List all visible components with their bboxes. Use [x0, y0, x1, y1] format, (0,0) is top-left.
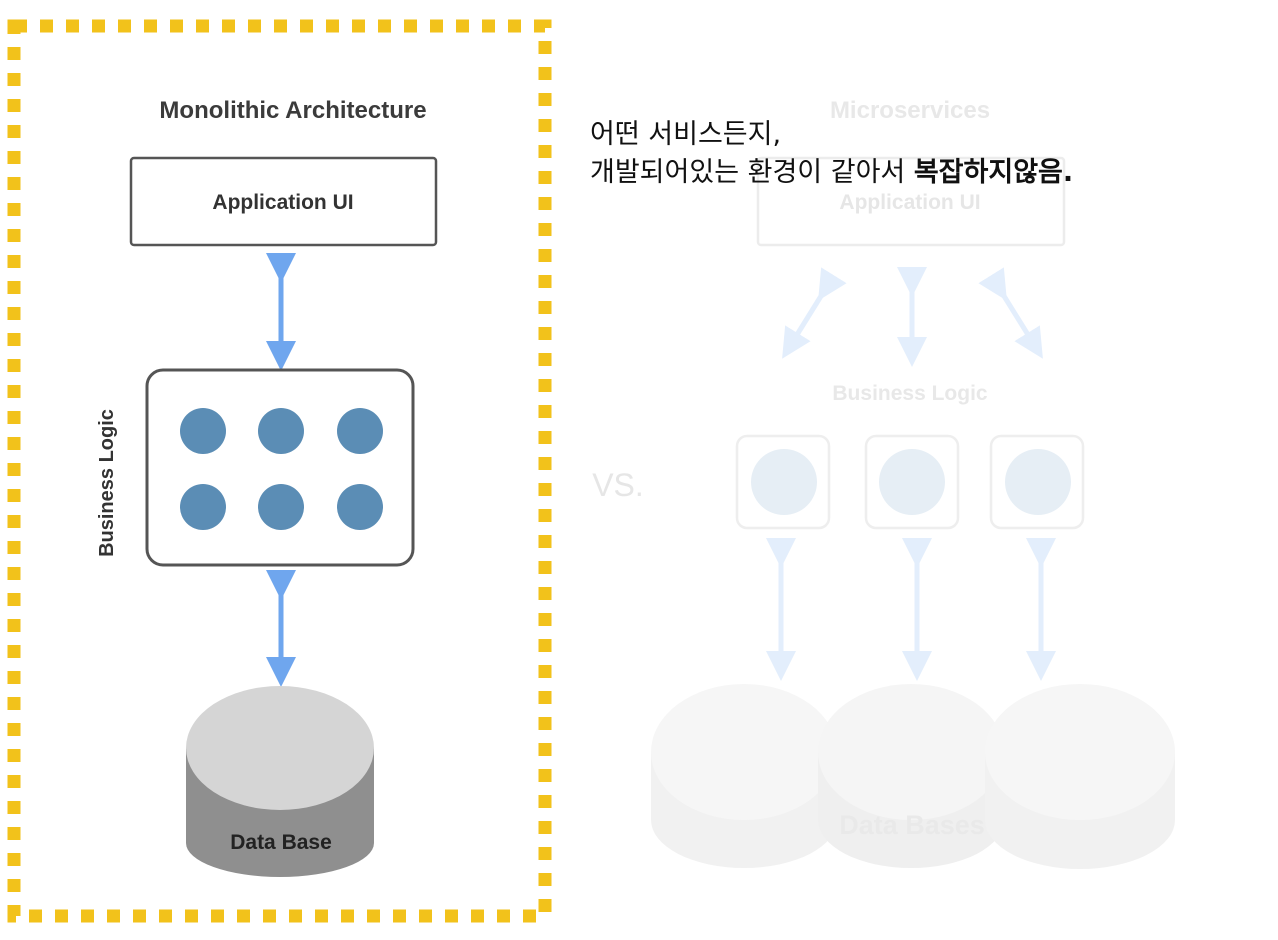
logic-node	[337, 408, 383, 454]
callout-line-2-prefix: 개발되어있는 환경이 같아서	[590, 157, 914, 188]
arrow-ui-service-3	[978, 267, 1043, 359]
monolithic-business-logic-box	[145, 368, 415, 567]
microservices-databases-label: Data Bases	[839, 810, 985, 840]
microservices-databases: Data Bases	[651, 684, 1175, 870]
microservices-top-arrows	[782, 267, 1043, 367]
callout-line-2: 개발되어있는 환경이 같아서 복잡하지않음.	[590, 154, 1250, 192]
microservices-section: Microservices Application UI Business Lo…	[651, 97, 1175, 870]
monolithic-title: Monolithic Architecture	[159, 97, 426, 124]
versus-label: VS.	[592, 467, 644, 503]
microservices-business-logic-label: Business Logic	[832, 382, 988, 405]
microservices-app-ui-label: Application UI	[839, 191, 980, 214]
callout-text: 어떤 서비스든지, 개발되어있는 환경이 같아서 복잡하지않음.	[590, 116, 1250, 192]
microservice-node	[879, 449, 945, 515]
monolithic-app-ui-label: Application UI	[212, 191, 353, 214]
logic-node	[180, 484, 226, 530]
callout-line-2-bold: 복잡하지않음.	[913, 157, 1074, 188]
microservice-boxes	[735, 434, 1085, 530]
logic-node	[337, 484, 383, 530]
logic-node	[180, 408, 226, 454]
microservice-node	[751, 449, 817, 515]
logic-node	[258, 408, 304, 454]
logic-node	[258, 484, 304, 530]
callout-line-1: 어떤 서비스든지,	[590, 119, 782, 150]
microservices-bottom-arrows	[766, 538, 1056, 681]
monolithic-app-ui-box	[129, 156, 438, 247]
highlight-frame	[7, 19, 552, 923]
monolithic-database-label: Data Base	[230, 831, 332, 854]
monolithic-business-logic-label: Business Logic	[96, 409, 118, 557]
microservice-node	[1005, 449, 1071, 515]
arrow-ui-service-1	[782, 267, 847, 359]
logic-nodes	[180, 408, 383, 530]
monolithic-section: Monolithic Architecture Application UI B…	[96, 97, 438, 877]
microservices-app-ui-box	[756, 156, 1066, 247]
monolithic-database: Data Base	[186, 686, 374, 877]
microservices-title: Microservices	[830, 97, 990, 124]
